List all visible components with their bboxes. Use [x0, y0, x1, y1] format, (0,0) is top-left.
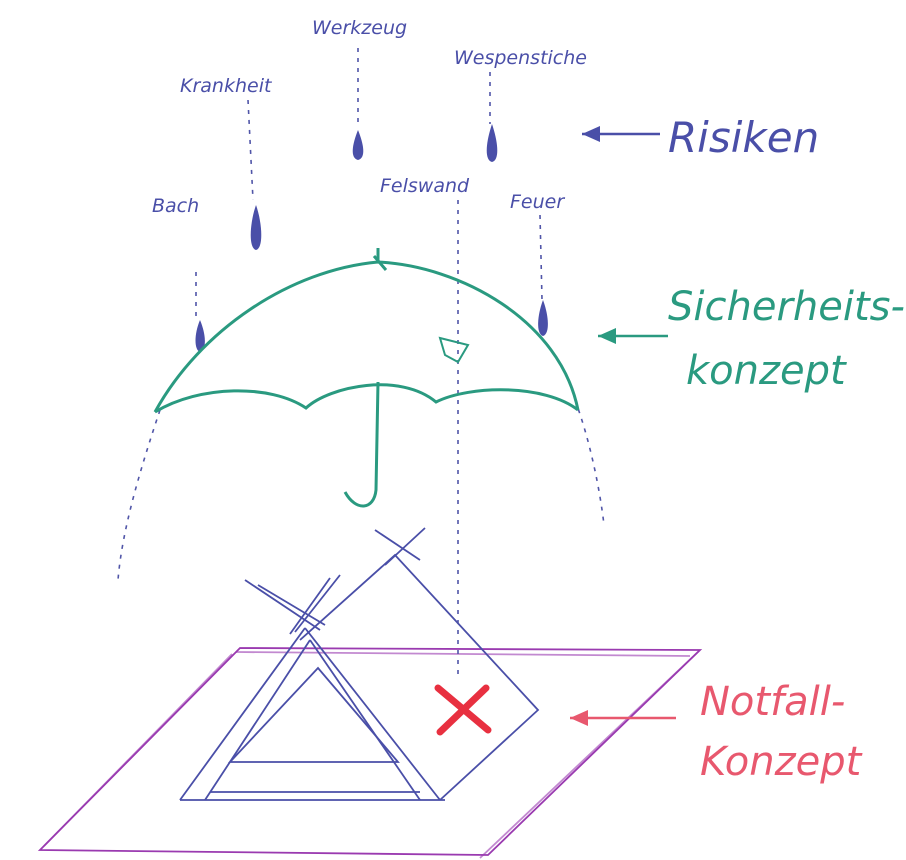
label-werkzeug: Werkzeug	[312, 17, 407, 39]
label-krankheit: Krankheit	[180, 75, 273, 97]
label-notfall-konzept: Konzept	[700, 739, 863, 785]
label-wespenstiche: Wespenstiche	[454, 47, 587, 69]
umbrella	[155, 248, 578, 506]
tent	[180, 528, 538, 800]
label-felswand: Felswand	[380, 175, 470, 197]
drop-werkzeug	[353, 130, 364, 160]
drop-wespenstiche	[487, 124, 498, 162]
arrows	[570, 126, 676, 726]
label-konzept: konzept	[686, 348, 847, 394]
ground-sheet	[40, 648, 700, 858]
emergency-x-mark	[438, 688, 488, 732]
label-risiken: Risiken	[668, 113, 819, 162]
label-sicherheits: Sicherheits-	[668, 284, 905, 330]
drop-feuer	[538, 300, 548, 336]
label-bach: Bach	[152, 195, 199, 217]
label-feuer: Feuer	[510, 191, 565, 213]
label-notfall: Notfall-	[700, 679, 845, 725]
drop-krankheit	[251, 205, 262, 250]
